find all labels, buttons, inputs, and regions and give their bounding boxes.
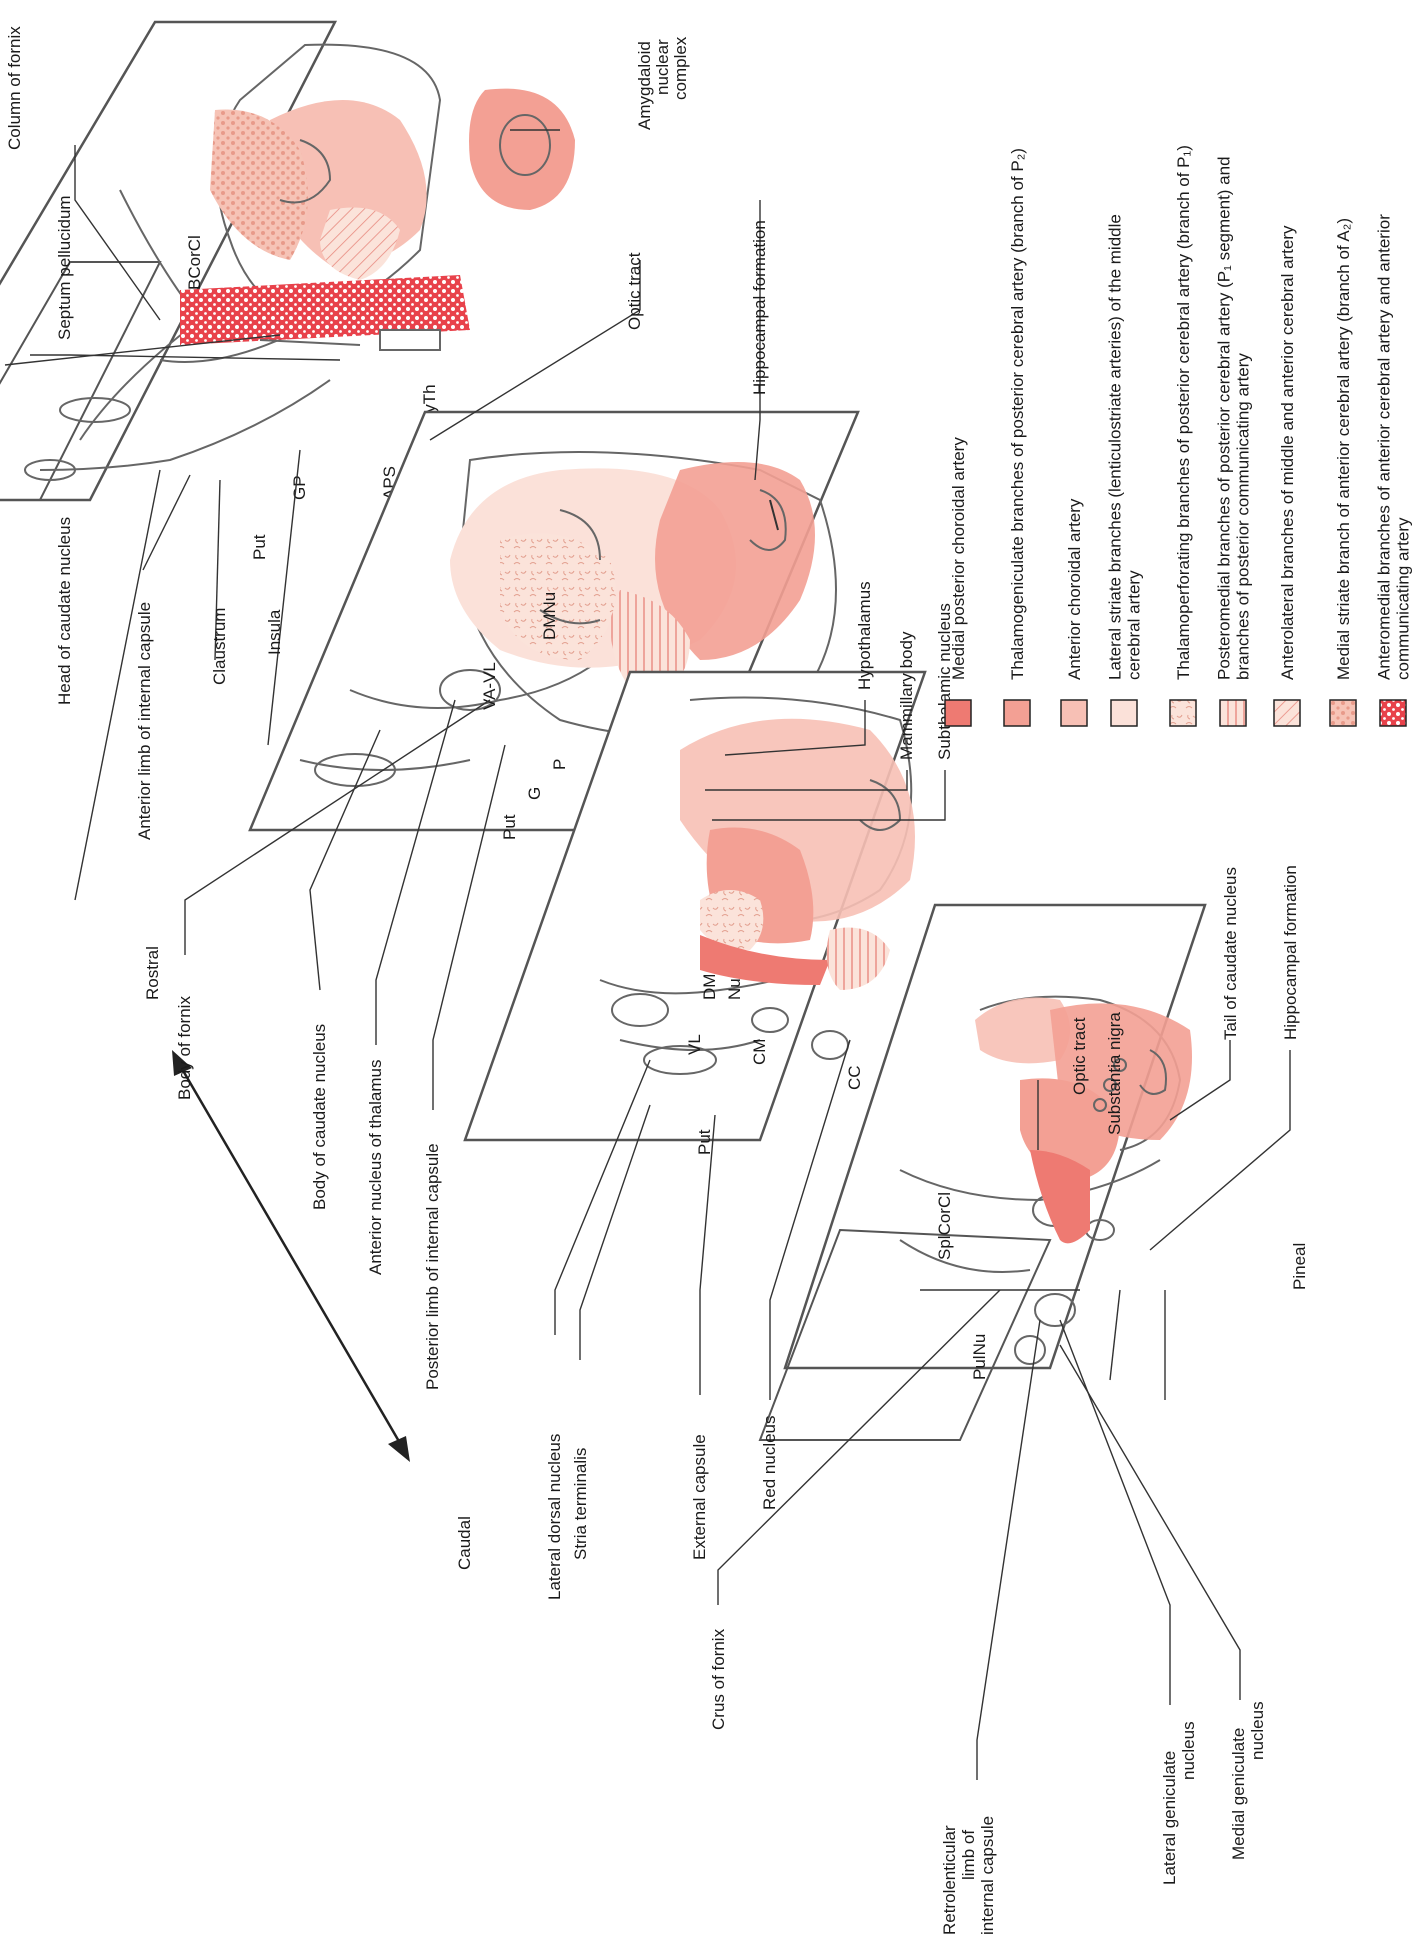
label-mgn-2: nucleus <box>1248 1701 1267 1760</box>
legend-item: Posteromedial branches of posterior cere… <box>1215 156 1253 726</box>
label-mammillary: Mammillary body <box>897 631 916 760</box>
legend-item: Anterior choroidal artery <box>1061 498 1087 726</box>
label-amygdaloid-1: Amygdaloid <box>635 41 654 130</box>
label-put-2: Put <box>500 814 519 840</box>
legend-label: Thalamogeniculate branches of posterior … <box>1008 148 1027 680</box>
legend: Medial posterior choroidal artery Thalamo… <box>945 145 1413 726</box>
legend-swatch <box>1220 700 1246 726</box>
legend-item: Anterolateral branches of middle and ant… <box>1274 225 1300 726</box>
label-dmnu: DMNu <box>540 592 559 640</box>
area-amygdaloid-supply <box>469 89 575 210</box>
label-lateral-dorsal: Lateral dorsal nucleus <box>545 1434 564 1600</box>
legend-label: Anterolateral branches of middle and ant… <box>1278 225 1297 680</box>
label-retro-3: internal capsule <box>978 1816 997 1935</box>
label-claustrum: Claustrum <box>210 608 229 685</box>
legend-item: Lateral striate branches (lenticulostria… <box>1106 214 1144 726</box>
label-external-capsule: External capsule <box>690 1434 709 1560</box>
label-amygdaloid-2: nuclear <box>653 39 672 95</box>
legend-label: Anterior choroidal artery <box>1065 498 1084 680</box>
legend-label: communicating artery <box>1394 517 1413 680</box>
label-posterior-limb: Posterior limb of internal capsule <box>423 1143 442 1390</box>
label-pulnu: PulNu <box>970 1334 989 1380</box>
label-vl: VL <box>685 1034 704 1055</box>
legend-label: Medial striate branch of anterior cerebr… <box>1334 218 1353 680</box>
caudal-label: Caudal <box>455 1516 474 1570</box>
legend-swatch <box>1061 700 1087 726</box>
label-dm: DM <box>700 974 719 1000</box>
legend-label: cerebral artery <box>1125 570 1144 680</box>
legend-item: Medial striate branch of anterior cerebr… <box>1330 218 1356 726</box>
label-pineal: Pineal <box>1290 1243 1309 1290</box>
legend-label: Lateral striate branches (lenticulostria… <box>1106 214 1125 680</box>
label-optic-tract-1: Optic tract <box>625 252 644 330</box>
legend-swatch <box>1274 700 1300 726</box>
area-anterolateral <box>320 208 400 281</box>
legend-item: Anteromedial branches of anterior cerebr… <box>1375 214 1413 726</box>
label-anterior-nucleus: Anterior nucleus of thalamus <box>366 1060 385 1275</box>
label-tail-caudate: Tail of caudate nucleus <box>1221 867 1240 1040</box>
label-head-caudate: Head of caudate nucleus <box>55 517 74 705</box>
legend-label: Posteromedial branches of posterior cere… <box>1215 156 1234 680</box>
label-g: G <box>525 787 544 800</box>
label-amygdaloid-3: complex <box>671 36 690 100</box>
legend-swatch <box>1330 700 1356 726</box>
label-retro-1: Retrolenticular <box>940 1825 959 1935</box>
legend-label: Medial posterior choroidal artery <box>949 437 968 680</box>
label-cc: CC <box>845 1065 864 1090</box>
label-optic-tract-3: Optic tract <box>1070 1017 1089 1095</box>
label-bcorcl: BCorCl <box>185 235 204 290</box>
label-cm: CM <box>750 1039 769 1065</box>
label-lgn-1: Lateral geniculate <box>1160 1751 1179 1885</box>
label-hypothalamus: Hypothalamus <box>855 581 874 690</box>
label-body-caudate: Body of caudate nucleus <box>310 1024 329 1210</box>
label-p: P <box>550 759 569 770</box>
label-gp: GP <box>290 475 309 500</box>
label-splcorcl: SplCorCl <box>935 1192 954 1260</box>
label-hippocampal-4: Hippocampal formation <box>1281 865 1300 1040</box>
label-put-1: Put <box>250 534 269 560</box>
label-septum-pellucidum: Septum pellucidum <box>55 195 74 340</box>
label-put-3: Put <box>695 1129 714 1155</box>
label-stria-terminalis: Stria terminalis <box>571 1448 590 1560</box>
legend-swatch <box>1004 700 1030 726</box>
label-nu: Nu <box>725 978 744 1000</box>
legend-label: Thalamoperforating branches of posterior… <box>1174 145 1193 680</box>
label-anterior-limb: Anterior limb of internal capsule <box>135 602 154 840</box>
legend-swatch <box>1111 700 1137 726</box>
label-va-vl: VA-VL <box>480 662 499 710</box>
legend-label: Anteromedial branches of anterior cerebr… <box>1375 214 1394 680</box>
label-hippocampal-2: Hippocampal formation <box>750 220 769 395</box>
label-body-fornix: Body of fornix <box>175 996 194 1100</box>
legend-swatch <box>945 700 971 726</box>
label-mgn-1: Medial geniculate <box>1229 1728 1248 1860</box>
slice-4-caudal: SplCorCl PulNu <box>760 905 1205 1440</box>
label-crus-fornix: Crus of fornix <box>709 1628 728 1730</box>
label-red-nucleus: Red nucleus <box>760 1415 779 1510</box>
legend-swatch <box>1170 700 1196 726</box>
legend-label: branches of posterior communicating arte… <box>1234 353 1253 680</box>
legend-swatch <box>1380 700 1406 726</box>
slice-1-plate <box>0 22 335 500</box>
label-insula: Insula <box>265 609 284 655</box>
rostral-label: Rostral <box>143 946 162 1000</box>
label-retro-2: limb of <box>959 1830 978 1880</box>
label-column-fornix: Column of fornix <box>5 26 24 150</box>
legend-item: Thalamogeniculate branches of posterior … <box>1004 148 1030 726</box>
label-substantia-nigra: Substantia nigra <box>1105 1012 1124 1135</box>
legend-item: Thalamoperforating branches of posterior… <box>1170 145 1196 726</box>
area-posteromedial-3 <box>827 928 890 991</box>
label-lgn-2: nucleus <box>1179 1721 1198 1780</box>
